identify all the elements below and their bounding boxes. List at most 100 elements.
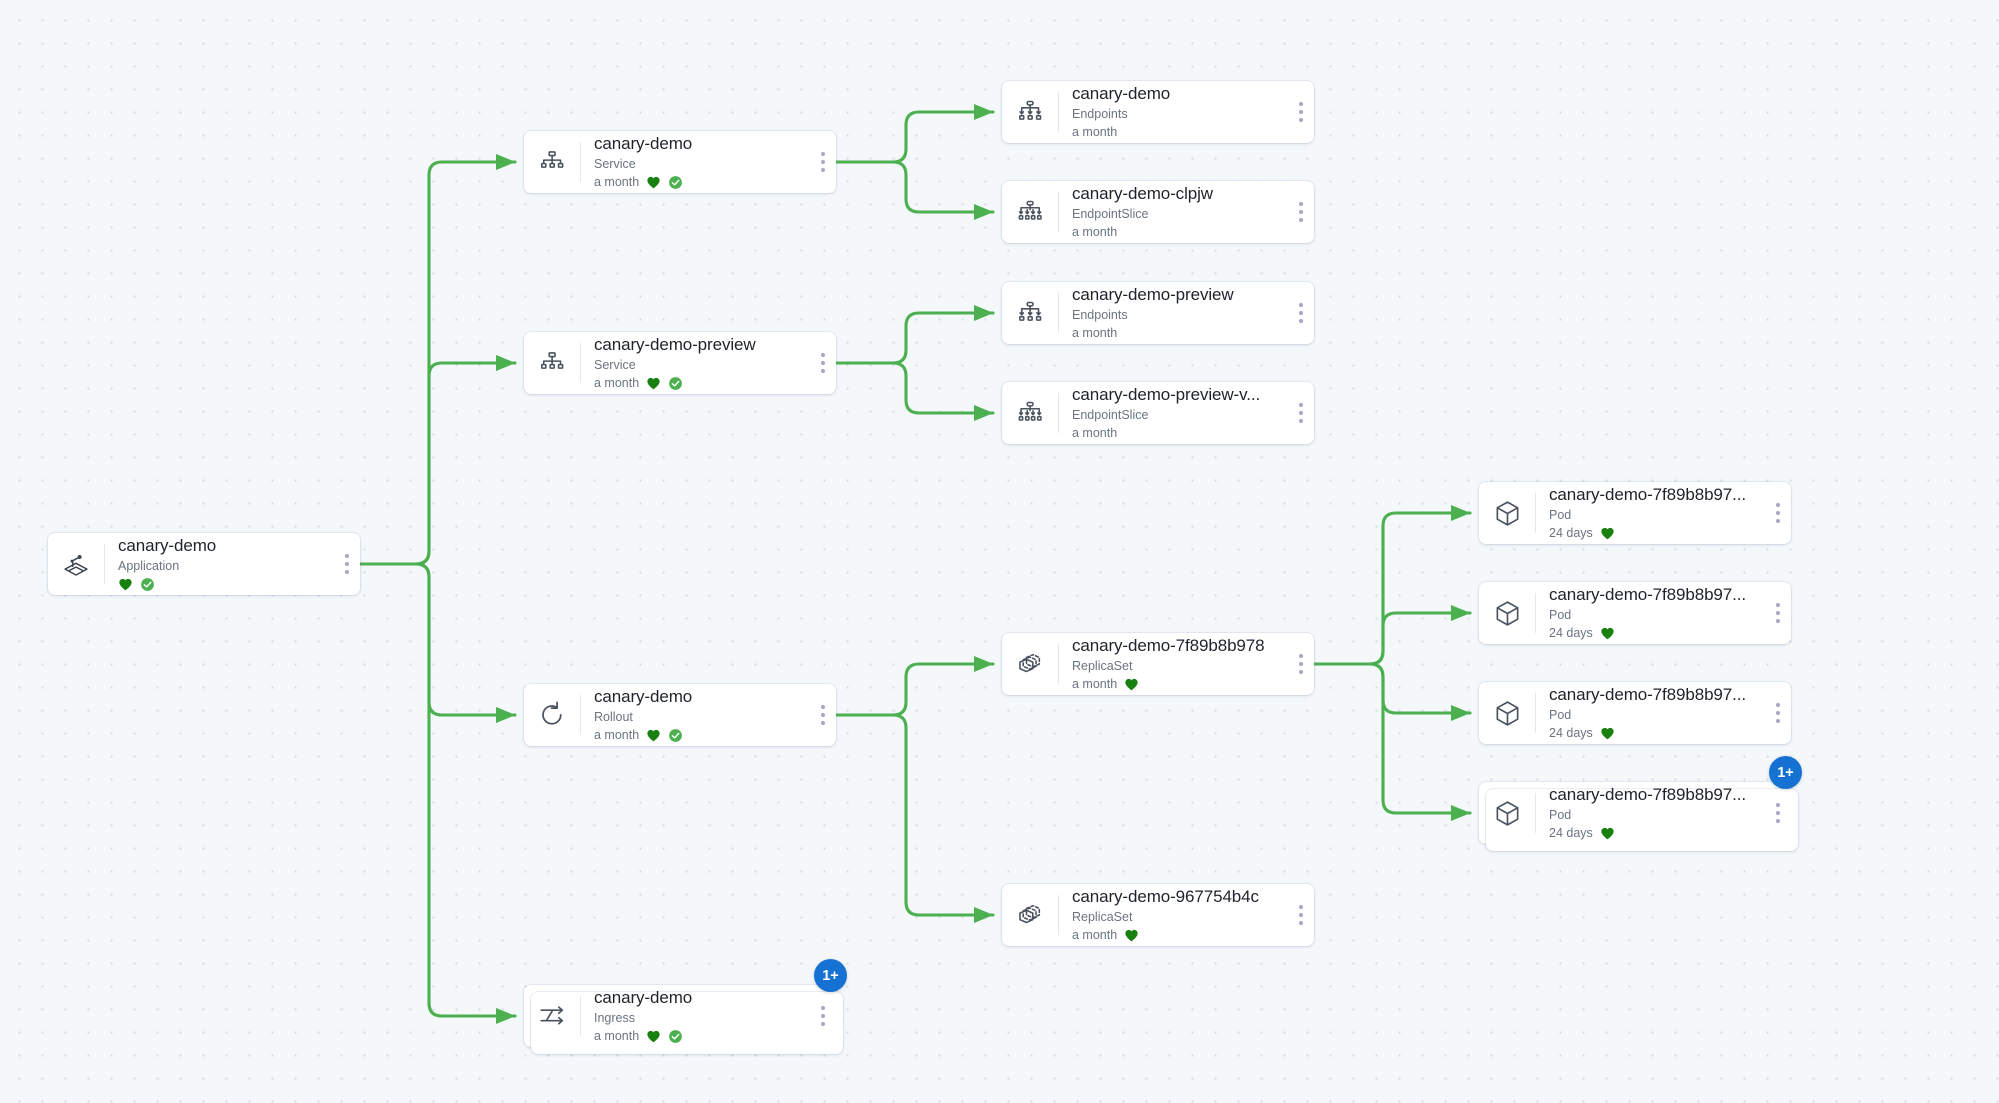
node-menu-button[interactable] [810, 985, 836, 1047]
node-kind: ReplicaSet [1072, 659, 1133, 674]
node-kind: Application [118, 559, 180, 574]
overflow-count-badge[interactable]: 1+ [1769, 756, 1802, 789]
node-menu-button[interactable] [1288, 81, 1314, 143]
endpointslice-icon [1002, 382, 1058, 444]
node-kind: EndpointSlice [1072, 408, 1149, 423]
node-title: canary-demo [594, 133, 693, 153]
health-status-icon [1600, 726, 1615, 741]
rollout-icon [524, 684, 580, 746]
tree-edge [834, 361, 995, 422]
service-icon [524, 332, 580, 394]
node-title: canary-demo [118, 535, 217, 555]
node-kind: EndpointSlice [1072, 207, 1149, 222]
health-status-icon [118, 577, 133, 592]
node-kind: Rollout [594, 710, 633, 725]
endpoints-icon [1002, 282, 1058, 344]
node-menu-button[interactable] [1765, 582, 1791, 644]
node-age: 24 days [1549, 525, 1593, 540]
node-age: a month [594, 1028, 640, 1043]
node-divider [104, 544, 105, 584]
node-divider [1058, 644, 1059, 684]
node-meta: a month [1072, 225, 1282, 241]
overflow-count-badge[interactable]: 1+ [814, 959, 847, 992]
node-title: canary-demo-967754b4c [1072, 886, 1259, 906]
node-divider [1058, 393, 1059, 433]
node-kind: Endpoints [1072, 308, 1128, 323]
node-menu-button[interactable] [810, 131, 836, 193]
node-kind: Service [594, 358, 636, 373]
node-divider [580, 695, 581, 735]
node-divider [1058, 192, 1059, 232]
node-meta: a month [1072, 426, 1282, 442]
ingress-icon [524, 985, 580, 1047]
node-age: 24 days [1549, 725, 1593, 740]
service-icon [524, 131, 580, 193]
node-meta: a month [1072, 677, 1282, 693]
node-age: a month [1072, 124, 1118, 139]
node-menu-button[interactable] [1765, 682, 1791, 744]
node-menu-button[interactable] [1288, 633, 1314, 695]
node-divider [1535, 793, 1536, 833]
node-meta: a month [1072, 928, 1282, 944]
node-title: canary-demo-7f89b8b978 [1072, 635, 1265, 655]
node-menu-button[interactable] [810, 332, 836, 394]
node-menu-button[interactable] [1765, 482, 1791, 544]
node-divider [580, 343, 581, 383]
node-menu-button[interactable] [1288, 282, 1314, 344]
node-kind: Service [594, 157, 636, 172]
node-menu-button[interactable] [810, 684, 836, 746]
tree-edge [834, 304, 995, 365]
tree-edge [1312, 662, 1472, 822]
replicaset-icon [1002, 633, 1058, 695]
tree-edge [1312, 604, 1472, 666]
sync-status-icon [668, 1029, 683, 1044]
node-title: canary-demo-preview-v... [1072, 384, 1261, 404]
node-age: a month [1072, 224, 1118, 239]
tree-edge [358, 354, 517, 566]
node-divider [580, 996, 581, 1036]
node-divider [1058, 92, 1059, 132]
tree-edge [1312, 504, 1472, 666]
tree-edge [358, 562, 517, 724]
health-status-icon [1600, 826, 1615, 841]
pod-icon [1479, 682, 1535, 744]
tree-edge [358, 562, 517, 1025]
node-menu-button[interactable] [1765, 782, 1791, 844]
node-menu-button[interactable] [1288, 181, 1314, 243]
node-age: a month [594, 727, 640, 742]
node-divider [580, 142, 581, 182]
node-menu-button[interactable] [1288, 884, 1314, 946]
node-menu-button[interactable] [1288, 382, 1314, 444]
node-title: canary-demo [594, 686, 693, 706]
node-kind: ReplicaSet [1072, 910, 1133, 925]
tree-edge [358, 153, 517, 566]
node-age: a month [594, 375, 640, 390]
resource-node-endpointslice[interactable]: canary-demo-preview-v... EndpointSlice a m… [1002, 382, 1314, 444]
node-divider [1058, 293, 1059, 333]
health-status-icon [1600, 626, 1615, 641]
node-menu-button[interactable] [334, 533, 360, 595]
